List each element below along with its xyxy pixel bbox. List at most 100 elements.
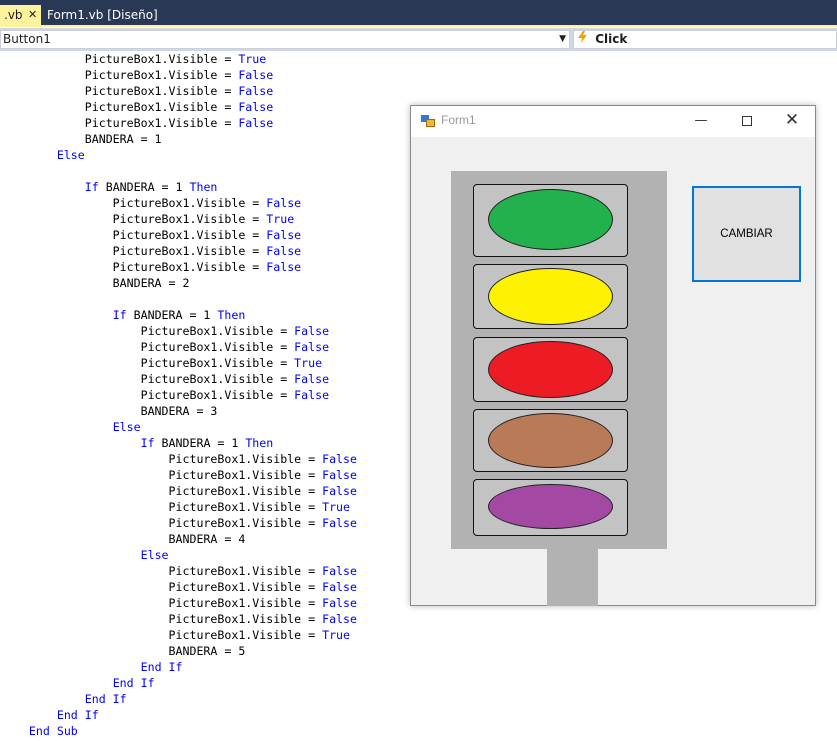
code-text: BANDERA = 1 [98, 180, 190, 194]
lamp-brown [473, 409, 628, 472]
code-line[interactable]: PictureBox1.Visible = False [1, 115, 273, 131]
code-line[interactable]: PictureBox1.Visible = False [1, 339, 329, 355]
code-text: PictureBox1.Visible = [1, 452, 323, 466]
code-line[interactable]: PictureBox1.Visible = True [1, 211, 295, 227]
code-line[interactable]: PictureBox1.Visible = False [1, 595, 357, 611]
form1-window: Form1 — ✕ CAMBIAR [410, 105, 816, 606]
code-text: PictureBox1.Visible = [1, 388, 295, 402]
code-line[interactable]: PictureBox1.Visible = False [1, 195, 301, 211]
active-tab-underline [0, 25, 837, 27]
code-text: PictureBox1.Visible = [1, 516, 323, 530]
code-keyword: False [238, 116, 274, 130]
code-text [1, 676, 113, 690]
code-text: PictureBox1.Visible = [1, 564, 323, 578]
bulb-green [488, 189, 613, 250]
code-text: PictureBox1.Visible = [1, 468, 323, 482]
code-text: PictureBox1.Visible = [1, 84, 239, 98]
minimize-icon: — [694, 113, 708, 128]
code-keyword: True [294, 356, 323, 370]
code-line[interactable]: If BANDERA = 1 Then [1, 435, 274, 451]
event-selector-dropdown[interactable]: Click [573, 30, 837, 49]
code-keyword: False [294, 372, 330, 386]
code-line[interactable]: BANDERA = 5 [1, 643, 246, 659]
window-titlebar[interactable]: Form1 — ✕ [411, 106, 815, 137]
code-line[interactable]: PictureBox1.Visible = False [1, 387, 329, 403]
traffic-light-pole [547, 549, 598, 606]
code-line[interactable]: PictureBox1.Visible = False [1, 243, 301, 259]
cambiar-button[interactable]: CAMBIAR [692, 186, 801, 282]
code-line[interactable]: BANDERA = 1 [1, 131, 162, 147]
code-text: PictureBox1.Visible = [1, 116, 239, 130]
code-text [1, 548, 141, 562]
close-button[interactable]: ✕ [769, 106, 815, 137]
code-line[interactable]: Else [1, 147, 85, 163]
tab-form1-vb[interactable]: .vb ✕ [0, 5, 41, 25]
code-line[interactable]: BANDERA = 3 [1, 403, 218, 419]
minimize-button[interactable]: — [678, 106, 724, 137]
code-keyword: False [294, 340, 330, 354]
code-keyword: False [266, 196, 302, 210]
code-navigation-bar: Button1 ▼ Click [0, 28, 837, 51]
lightning-event-icon [578, 31, 587, 48]
code-text: PictureBox1.Visible = [1, 596, 323, 610]
code-text: PictureBox1.Visible = [1, 324, 295, 338]
code-line[interactable]: PictureBox1.Visible = False [1, 451, 357, 467]
code-line[interactable]: PictureBox1.Visible = False [1, 371, 329, 387]
code-line[interactable]: End If [1, 675, 155, 691]
code-keyword: True [238, 52, 267, 66]
code-line[interactable]: PictureBox1.Visible = False [1, 579, 357, 595]
code-line[interactable]: BANDERA = 2 [1, 275, 190, 291]
bulb-yellow [488, 268, 613, 325]
code-line[interactable]: PictureBox1.Visible = True [1, 499, 351, 515]
close-icon[interactable]: ✕ [28, 8, 38, 21]
code-keyword: False [266, 244, 302, 258]
code-line[interactable]: PictureBox1.Visible = True [1, 51, 267, 67]
code-line[interactable]: PictureBox1.Visible = False [1, 99, 273, 115]
code-line[interactable]: PictureBox1.Visible = False [1, 259, 301, 275]
code-keyword: Else [112, 420, 141, 434]
code-line[interactable]: PictureBox1.Visible = False [1, 227, 301, 243]
code-line[interactable]: End If [1, 707, 99, 723]
code-text: BANDERA = 5 [1, 644, 246, 658]
chevron-down-icon[interactable]: ▼ [559, 34, 566, 44]
bulb-purple [488, 484, 613, 529]
code-line[interactable]: Else [1, 419, 141, 435]
code-keyword: False [266, 228, 302, 242]
tab-form1-design[interactable]: Form1.vb [Diseño] [42, 5, 162, 25]
code-line[interactable]: PictureBox1.Visible = False [1, 323, 329, 339]
code-text [1, 436, 141, 450]
code-keyword: Else [140, 548, 169, 562]
maximize-button[interactable] [724, 106, 770, 137]
maximize-icon [742, 115, 752, 126]
code-line[interactable]: End If [1, 691, 127, 707]
code-line[interactable]: PictureBox1.Visible = True [1, 355, 323, 371]
tab-label: .vb [4, 8, 23, 22]
code-line[interactable]: Else [1, 547, 169, 563]
code-line[interactable]: PictureBox1.Visible = True [1, 627, 351, 643]
code-line[interactable]: If BANDERA = 1 Then [1, 307, 246, 323]
code-keyword: False [322, 484, 357, 498]
code-line[interactable]: PictureBox1.Visible = False [1, 467, 357, 483]
code-line[interactable]: End If [1, 659, 183, 675]
tab-label: Form1.vb [Diseño] [47, 8, 158, 22]
code-text [1, 420, 113, 434]
code-text: PictureBox1.Visible = [1, 52, 239, 66]
code-text: PictureBox1.Visible = [1, 372, 295, 386]
code-keyword: False [322, 452, 357, 466]
code-line[interactable]: If BANDERA = 1 Then [1, 179, 218, 195]
code-line[interactable]: PictureBox1.Visible = False [1, 83, 273, 99]
code-line[interactable]: PictureBox1.Visible = False [1, 515, 357, 531]
code-line[interactable]: PictureBox1.Visible = False [1, 67, 273, 83]
code-text: BANDERA = 2 [1, 276, 190, 290]
code-text: BANDERA = 3 [1, 404, 218, 418]
code-keyword: False [322, 596, 357, 610]
code-line[interactable]: BANDERA = 4 [1, 531, 246, 547]
lamp-yellow [473, 264, 628, 329]
code-line[interactable]: End Sub [1, 723, 78, 739]
object-selector-dropdown[interactable]: Button1 ▼ [0, 30, 570, 49]
code-line[interactable]: PictureBox1.Visible = False [1, 483, 357, 499]
code-keyword: Then [245, 436, 274, 450]
code-line[interactable]: PictureBox1.Visible = False [1, 563, 357, 579]
code-line[interactable]: PictureBox1.Visible = False [1, 611, 357, 627]
code-text: PictureBox1.Visible = [1, 340, 295, 354]
